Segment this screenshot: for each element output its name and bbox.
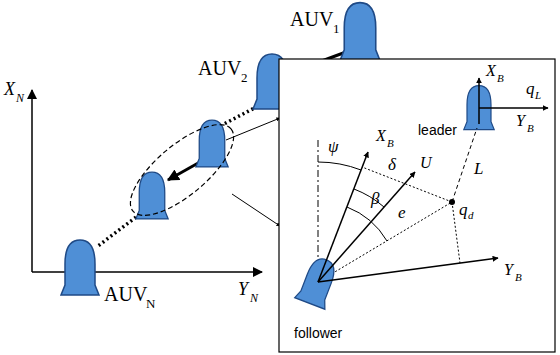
subscript: 2 xyxy=(241,71,248,84)
angle-symbol: δ xyxy=(388,156,396,173)
subscript: d xyxy=(468,210,474,221)
inset-frame xyxy=(279,59,555,352)
geometry-lines xyxy=(318,128,477,282)
vehicle-label: AUV xyxy=(198,58,241,78)
math-symbol: q xyxy=(526,80,535,97)
distance-symbol: L xyxy=(474,160,483,177)
subscript: N xyxy=(16,92,24,104)
subscript: B xyxy=(527,123,534,134)
vehicle-label: AUV xyxy=(104,284,147,304)
subscript: 1 xyxy=(333,22,340,35)
angle-symbol: ψ xyxy=(328,138,339,155)
error-symbol: e xyxy=(398,204,406,221)
math-symbol: q xyxy=(459,201,468,218)
subscript: B xyxy=(497,73,504,84)
velocity-symbol: U xyxy=(420,155,432,171)
follower-vehicle xyxy=(295,152,498,309)
vehicle-label: AUV xyxy=(290,9,333,29)
subscript: N xyxy=(250,292,258,304)
role-label: leader xyxy=(418,123,457,137)
angle-symbol: β xyxy=(371,190,379,207)
subscript: L xyxy=(535,90,541,101)
leader-vehicle xyxy=(464,78,548,130)
axis-label: Y xyxy=(516,113,525,129)
axis-label: X xyxy=(4,80,15,98)
subscript: N xyxy=(146,297,155,310)
subscript: B xyxy=(387,138,394,149)
pair-highlight xyxy=(117,110,247,231)
global-axes xyxy=(32,90,262,272)
axis-label: Y xyxy=(238,280,248,298)
axis-label: X xyxy=(376,128,386,144)
role-label: follower xyxy=(294,326,342,340)
axis-label: X xyxy=(486,63,496,79)
zoom-pointers xyxy=(226,118,280,226)
subscript: B xyxy=(515,272,522,283)
axis-label: Y xyxy=(504,262,513,278)
